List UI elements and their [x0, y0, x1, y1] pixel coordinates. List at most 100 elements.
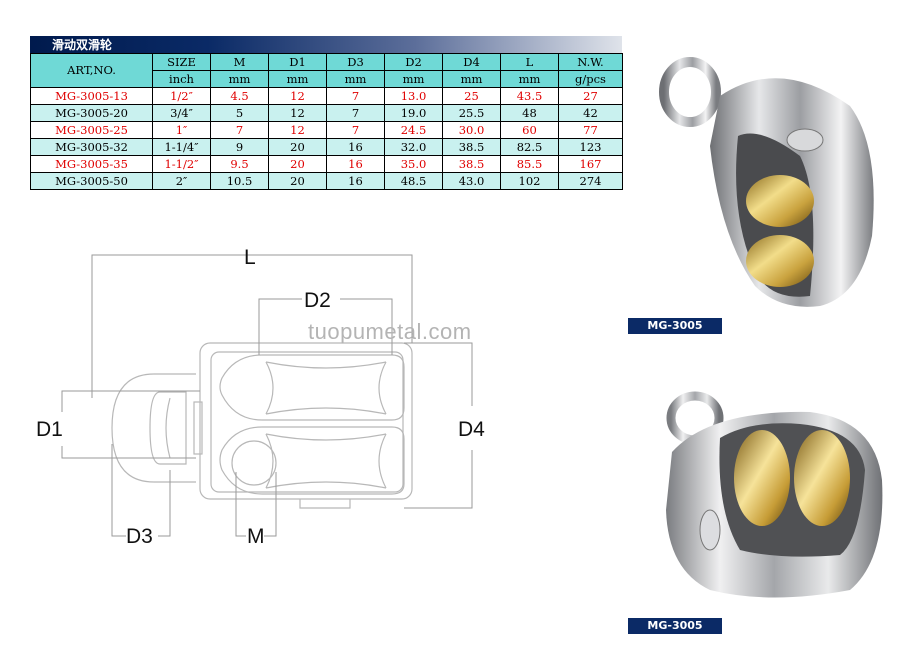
- table-cell: 7: [326, 104, 385, 122]
- table-cell: 4.5: [210, 87, 269, 105]
- table-cell: 167: [558, 155, 623, 173]
- axle-head-1: [786, 128, 824, 152]
- table-cell: 1/2″: [152, 87, 211, 105]
- lower-sheave: [265, 433, 387, 489]
- art-no-cell: MG-3005-50: [30, 172, 153, 190]
- label-l: L: [244, 246, 256, 269]
- column-header: SIZE: [152, 53, 211, 71]
- upper-sheave: [265, 361, 387, 415]
- table-cell: 35.0: [384, 155, 443, 173]
- lower-sheave-pocket: [219, 426, 405, 495]
- table-cell: 102: [500, 172, 559, 190]
- table-cell: 7: [326, 121, 385, 139]
- column-header: D4: [442, 53, 501, 71]
- pulley-body-outline: [199, 342, 413, 500]
- table-cell: 30.0: [442, 121, 501, 139]
- upper-sheave-groove: [265, 361, 387, 415]
- art-no-cell: MG-3005-32: [30, 138, 153, 156]
- table-cell: 1″: [152, 121, 211, 139]
- product-photo-1: [659, 57, 874, 307]
- sheave-lower-1: [746, 235, 814, 287]
- table-cell: 16: [326, 155, 385, 173]
- label-d3: D3: [126, 525, 153, 548]
- table-cell: 1-1/4″: [152, 138, 211, 156]
- unit-cell: inch: [152, 70, 211, 88]
- table-cell: 16: [326, 172, 385, 190]
- table-cell: 2″: [152, 172, 211, 190]
- table-cell: 43.5: [500, 87, 559, 105]
- table-cell: 9: [210, 138, 269, 156]
- swivel-eye-inner: [149, 391, 187, 465]
- art-no-cell: MG-3005-20: [30, 104, 153, 122]
- unit-cell: g/pcs: [558, 70, 623, 88]
- table-cell: 77: [558, 121, 623, 139]
- art-no-cell: MG-3005-13: [30, 87, 153, 105]
- table-cell: 48.5: [384, 172, 443, 190]
- dimension-diagram: L D2 D1 D4 D3 M: [36, 246, 485, 548]
- table-title: 滑动双滑轮: [52, 38, 113, 52]
- label-d1: D1: [36, 418, 63, 441]
- upper-sheave-pocket: [219, 354, 405, 421]
- table-cell: 13.0: [384, 87, 443, 105]
- table-cell: 12: [268, 121, 327, 139]
- table-cell: 9.5: [210, 155, 269, 173]
- table-cell: 1-1/2″: [152, 155, 211, 173]
- table-cell: 12: [268, 87, 327, 105]
- unit-cell: mm: [210, 70, 269, 88]
- table-cell: 3/4″: [152, 104, 211, 122]
- body-foot: [299, 499, 351, 509]
- photo-caption-1: MG-3005: [628, 318, 722, 334]
- table-cell: 27: [558, 87, 623, 105]
- art-no-cell: MG-3005-35: [30, 155, 153, 173]
- table-cell: 12: [268, 104, 327, 122]
- table-cell: 38.5: [442, 138, 501, 156]
- watermark: tuopumetal.com: [308, 319, 472, 344]
- table-cell: 10.5: [210, 172, 269, 190]
- table-cell: 32.0: [384, 138, 443, 156]
- table-cell: 48: [500, 104, 559, 122]
- unit-cell: mm: [326, 70, 385, 88]
- header-art-no: ART,NO.: [30, 53, 153, 88]
- dimension-d1-line: [61, 390, 200, 459]
- table-cell: 5: [210, 104, 269, 122]
- table-cell: 7: [210, 121, 269, 139]
- table-cell: 123: [558, 138, 623, 156]
- lower-sheave-groove: [265, 433, 387, 489]
- axle-circle: [231, 440, 277, 486]
- label-m: M: [247, 525, 265, 548]
- table-cell: 24.5: [384, 121, 443, 139]
- unit-cell: mm: [268, 70, 327, 88]
- column-header: M: [210, 53, 269, 71]
- dimension-l-line: [91, 254, 413, 398]
- dimension-d3-line: [111, 444, 171, 537]
- sheave-right-2: [794, 430, 850, 526]
- table-cell: 43.0: [442, 172, 501, 190]
- table-cell: 25: [442, 87, 501, 105]
- column-header: N.W.: [558, 53, 623, 71]
- label-d4: D4: [458, 418, 485, 441]
- sheave-left-2: [734, 430, 790, 526]
- table-cell: 16: [326, 138, 385, 156]
- column-header: D2: [384, 53, 443, 71]
- unit-cell: mm: [500, 70, 559, 88]
- table-cell: 19.0: [384, 104, 443, 122]
- pulley-eye-1: [659, 57, 721, 127]
- column-header: D3: [326, 53, 385, 71]
- dimension-d4-line: [404, 342, 473, 509]
- swivel-eye-outer: [111, 373, 196, 483]
- swivel-neck: [193, 401, 203, 455]
- table-cell: 85.5: [500, 155, 559, 173]
- unit-cell: mm: [384, 70, 443, 88]
- label-d2: D2: [304, 289, 331, 312]
- sheave-upper-1: [746, 175, 814, 227]
